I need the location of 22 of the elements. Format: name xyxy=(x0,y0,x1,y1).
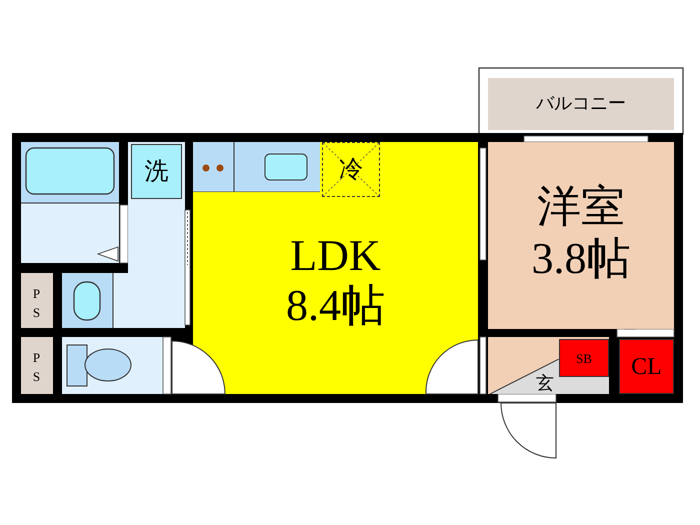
room-label: PS xyxy=(30,350,43,388)
room-label: 冷 xyxy=(338,158,364,182)
closet-box xyxy=(619,339,674,394)
washer-box xyxy=(131,144,182,199)
room-label: バルコニー xyxy=(535,94,627,112)
room-label: PS xyxy=(30,286,43,324)
shaft-box xyxy=(21,273,53,328)
room-label: 玄 xyxy=(536,374,554,392)
balcony-area xyxy=(488,78,674,130)
room-label: CL xyxy=(630,354,663,378)
room-label: 洋室 xyxy=(536,185,626,229)
shaft-box xyxy=(21,337,53,394)
room-label: 3.8帖 xyxy=(530,237,632,281)
room-label: 8.4帖 xyxy=(285,284,386,328)
room-label: SB xyxy=(575,352,593,364)
room-label: 洗 xyxy=(144,160,170,184)
room-area xyxy=(488,142,674,329)
room-label: LDK xyxy=(289,234,382,278)
entrance-area xyxy=(490,359,559,394)
room-area xyxy=(193,142,478,394)
shoe-box xyxy=(559,339,609,377)
fridge-space xyxy=(322,142,380,197)
